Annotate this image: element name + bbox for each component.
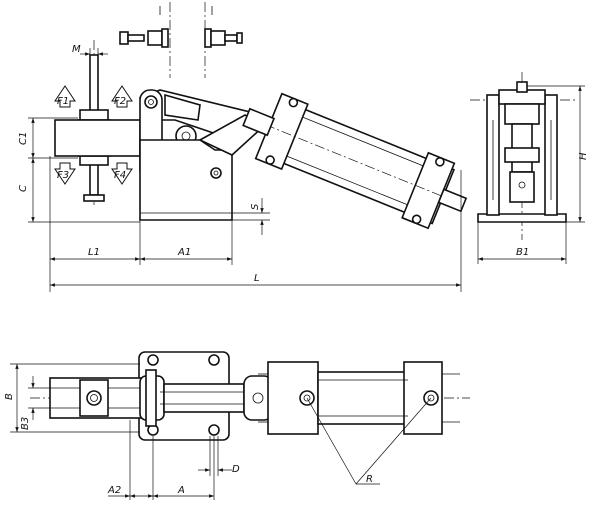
label-l: L (254, 273, 260, 284)
arrow-f4 (111, 162, 133, 185)
label-c1: C1 (18, 132, 29, 145)
arrow-f2 (111, 85, 133, 108)
label-d: D (232, 464, 240, 475)
side-dimensions: M F1 F2 F3 F4 C1 C S (18, 44, 462, 292)
label-h: H (578, 152, 589, 160)
label-a: A (177, 485, 185, 496)
label-a1: A1 (177, 247, 191, 258)
label-f1: F1 (57, 96, 69, 107)
label-f2: F2 (114, 96, 126, 107)
label-b: B (4, 393, 15, 400)
label-s: S (250, 203, 261, 210)
label-r: R (366, 474, 373, 485)
clamp-arm (54, 119, 141, 157)
pneumatic-cylinder (242, 92, 468, 230)
mounting-bolts-detail (119, 2, 243, 78)
side-view: M F1 F2 F3 F4 C1 C S (18, 2, 468, 292)
label-m: M (72, 44, 81, 55)
arrow-f3 (54, 162, 76, 185)
label-f3: F3 (57, 170, 69, 181)
label-l1: L1 (88, 247, 100, 258)
label-c: C (18, 185, 29, 192)
arrow-f1 (54, 85, 76, 108)
label-b3: B3 (20, 417, 31, 430)
label-b1: B1 (516, 247, 529, 258)
force-arrows (54, 85, 133, 185)
label-f4: F4 (114, 170, 126, 181)
top-view: B B3 D A2 A R (4, 351, 470, 500)
front-view: H B1 (470, 72, 589, 264)
label-a2: A2 (107, 485, 121, 496)
